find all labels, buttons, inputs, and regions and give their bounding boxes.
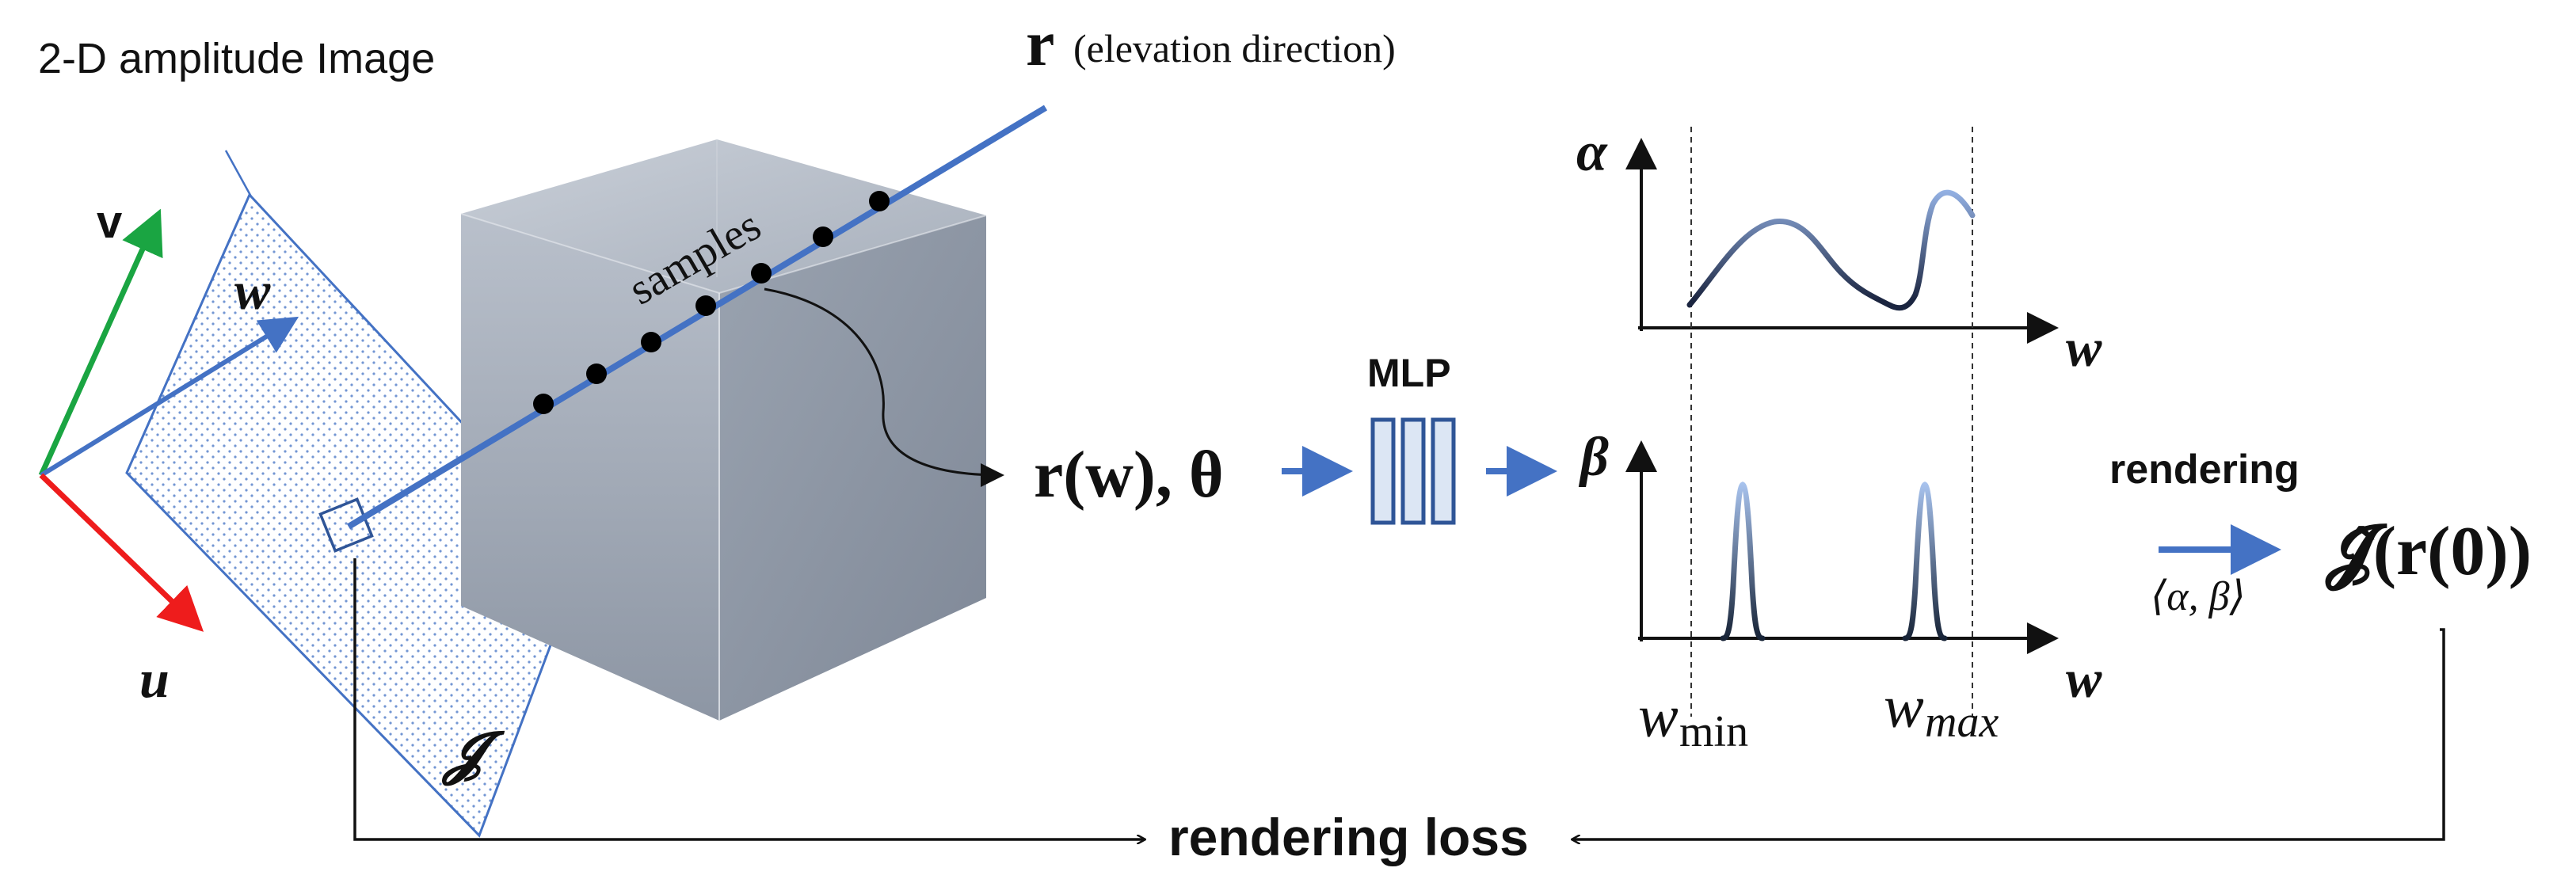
label-u: u xyxy=(139,649,170,709)
sample-connector xyxy=(764,287,1004,487)
loss-left-line xyxy=(353,558,1145,839)
ray-input-label: r(w), θ xyxy=(1034,438,1224,512)
label-w-min: w min xyxy=(1638,683,1748,756)
sample-point xyxy=(695,295,716,316)
label-ray-symbol: r xyxy=(1026,7,1054,79)
label-v: v xyxy=(97,196,122,248)
alpha-curve xyxy=(1686,189,1976,311)
beta-peak-2 xyxy=(1902,481,1948,641)
w-axis-arrow xyxy=(40,316,299,478)
mlp-block xyxy=(1370,417,1456,525)
beta-peak-1 xyxy=(1720,481,1766,641)
label-w: w xyxy=(234,261,271,321)
sample-point xyxy=(533,394,554,414)
sample-point xyxy=(813,226,833,247)
label-w-max: w max xyxy=(1884,674,1999,747)
label-w-bottom-axis: w xyxy=(2066,649,2102,709)
sample-point xyxy=(641,332,661,352)
sample-point xyxy=(869,191,890,211)
w-max-main: w xyxy=(1884,674,1924,740)
mlp-label: MLP xyxy=(1367,351,1451,395)
label-beta: β xyxy=(1578,427,1609,488)
label-alpha: α xyxy=(1576,122,1608,183)
u-axis-arrow xyxy=(39,473,204,632)
rendering-label: rendering xyxy=(2109,447,2300,493)
sample-point xyxy=(751,263,772,284)
rendering-loss-label: rendering loss xyxy=(1168,808,1529,866)
beta-plot xyxy=(1625,440,2059,654)
ray-line xyxy=(346,105,1048,530)
volume-cube xyxy=(460,139,987,721)
label-ray-caption: (elevation direction) xyxy=(1073,26,1396,70)
w-min-main: w xyxy=(1638,683,1679,750)
label-w-top-axis: w xyxy=(2066,318,2102,378)
ray-samples xyxy=(533,191,890,414)
w-max-subscript: max xyxy=(1925,698,1999,747)
sample-point xyxy=(586,363,607,384)
w-min-subscript: min xyxy=(1679,707,1748,756)
figure-title: 2-D amplitude Image xyxy=(38,35,435,82)
output-label: 𝓙̂(r(0)) xyxy=(2325,513,2532,592)
loss-right-line xyxy=(1572,628,2445,839)
bracket-label: ⟨α, β⟩ xyxy=(2151,574,2246,619)
v-axis-arrow xyxy=(38,208,163,477)
alpha-plot xyxy=(1625,127,2059,717)
